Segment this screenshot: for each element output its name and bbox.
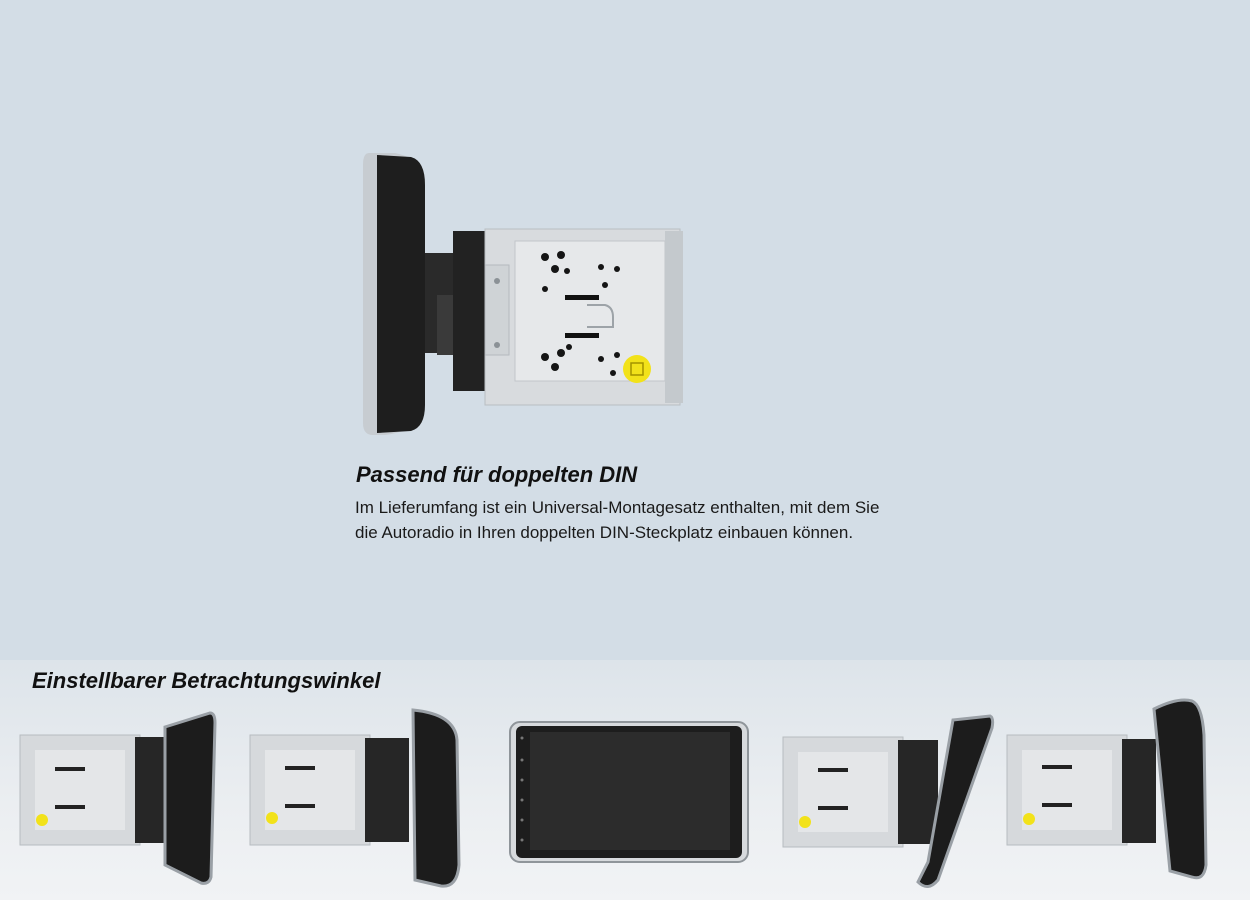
angle-view-2-image <box>249 708 461 888</box>
angle-view-4-image <box>1006 698 1208 880</box>
description-line-2: die Autoradio in Ihren doppelten DIN-Ste… <box>355 523 854 542</box>
mount-section-description: Im Lieferumfang ist ein Universal-Montag… <box>355 495 995 545</box>
side-buttons <box>520 736 524 842</box>
screen-back <box>377 155 425 433</box>
angle-view-1-image <box>19 711 217 885</box>
chassis-front-block <box>453 231 487 391</box>
mount-section-title: Passend für doppelten DIN <box>356 462 638 487</box>
chassis-holes <box>541 251 620 376</box>
yellow-sticker <box>623 355 651 383</box>
angle-view-3-image <box>782 714 995 888</box>
description-line-1: Im Lieferumfang ist ein Universal-Montag… <box>355 498 880 517</box>
angle-section-title: Einstellbarer Betrachtungswinkel <box>32 668 381 693</box>
double-din-side-view-image <box>363 153 683 435</box>
front-view-image <box>509 721 749 863</box>
